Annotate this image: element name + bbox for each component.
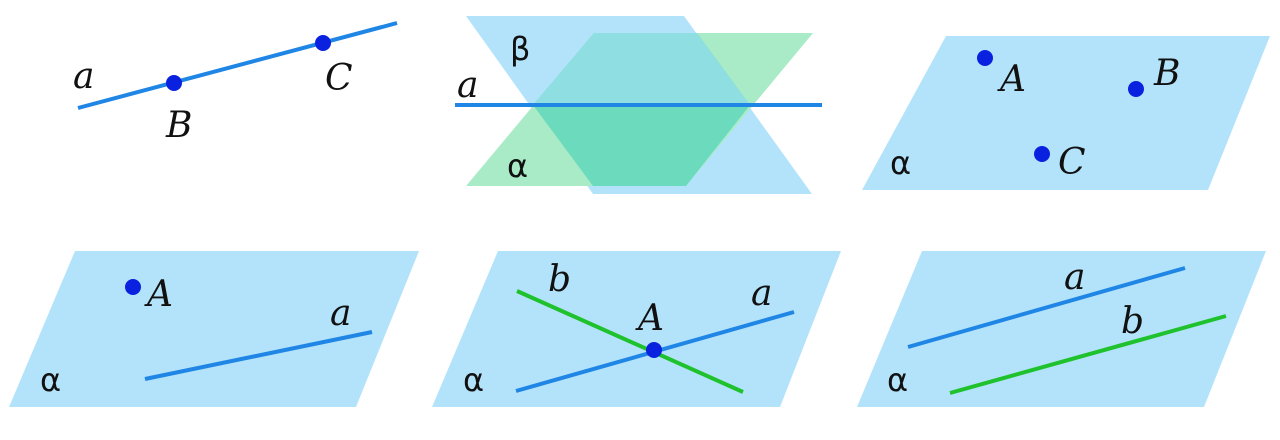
label-point-c: C (1058, 142, 1086, 183)
label-plane-alpha: α (40, 361, 61, 399)
label-line-a: a (1064, 257, 1085, 298)
label-point-b: B (1153, 53, 1180, 94)
upper-overlap (533, 33, 750, 105)
label-point-a: A (635, 298, 664, 339)
plane-alpha (857, 251, 1266, 407)
label-line-a: a (330, 293, 351, 334)
line-a (907, 266, 1186, 349)
point-c (1034, 146, 1050, 162)
plane-alpha (9, 251, 419, 407)
line-a (77, 21, 398, 110)
plane-alpha (862, 36, 1270, 190)
label-plane-alpha: α (890, 144, 911, 182)
label-line-b: b (548, 259, 571, 300)
label-plane-alpha: α (887, 361, 908, 399)
label-line-b: b (1121, 301, 1144, 342)
line-b (949, 314, 1227, 395)
point-b (1128, 81, 1144, 97)
label-plane-beta: β (510, 30, 530, 68)
label-point-a: A (997, 59, 1026, 100)
panel-line-through-points: a B C (73, 21, 398, 146)
panel-plane-point-line: A a α (9, 251, 419, 407)
point-a (646, 342, 662, 358)
label-plane-alpha: α (507, 147, 528, 185)
label-plane-alpha: α (463, 361, 484, 399)
label-point-a: A (144, 274, 173, 315)
point-b (166, 75, 182, 91)
point-c (315, 35, 331, 51)
label-line-a: a (73, 56, 94, 97)
point-a (125, 279, 141, 295)
label-line-a: a (457, 65, 478, 106)
panel-intersecting-planes: a β α (455, 16, 822, 194)
panel-parallel-lines: a b α (857, 251, 1266, 407)
label-point-c: C (325, 58, 353, 99)
label-line-a: a (751, 273, 772, 314)
panel-intersecting-lines: b a A α (432, 251, 841, 407)
line-b (516, 289, 744, 394)
label-point-b: B (165, 105, 192, 146)
plane-alpha (432, 251, 841, 407)
panel-plane-three-points: A B C α (862, 36, 1270, 190)
point-a (977, 50, 993, 66)
line-a (144, 330, 373, 381)
